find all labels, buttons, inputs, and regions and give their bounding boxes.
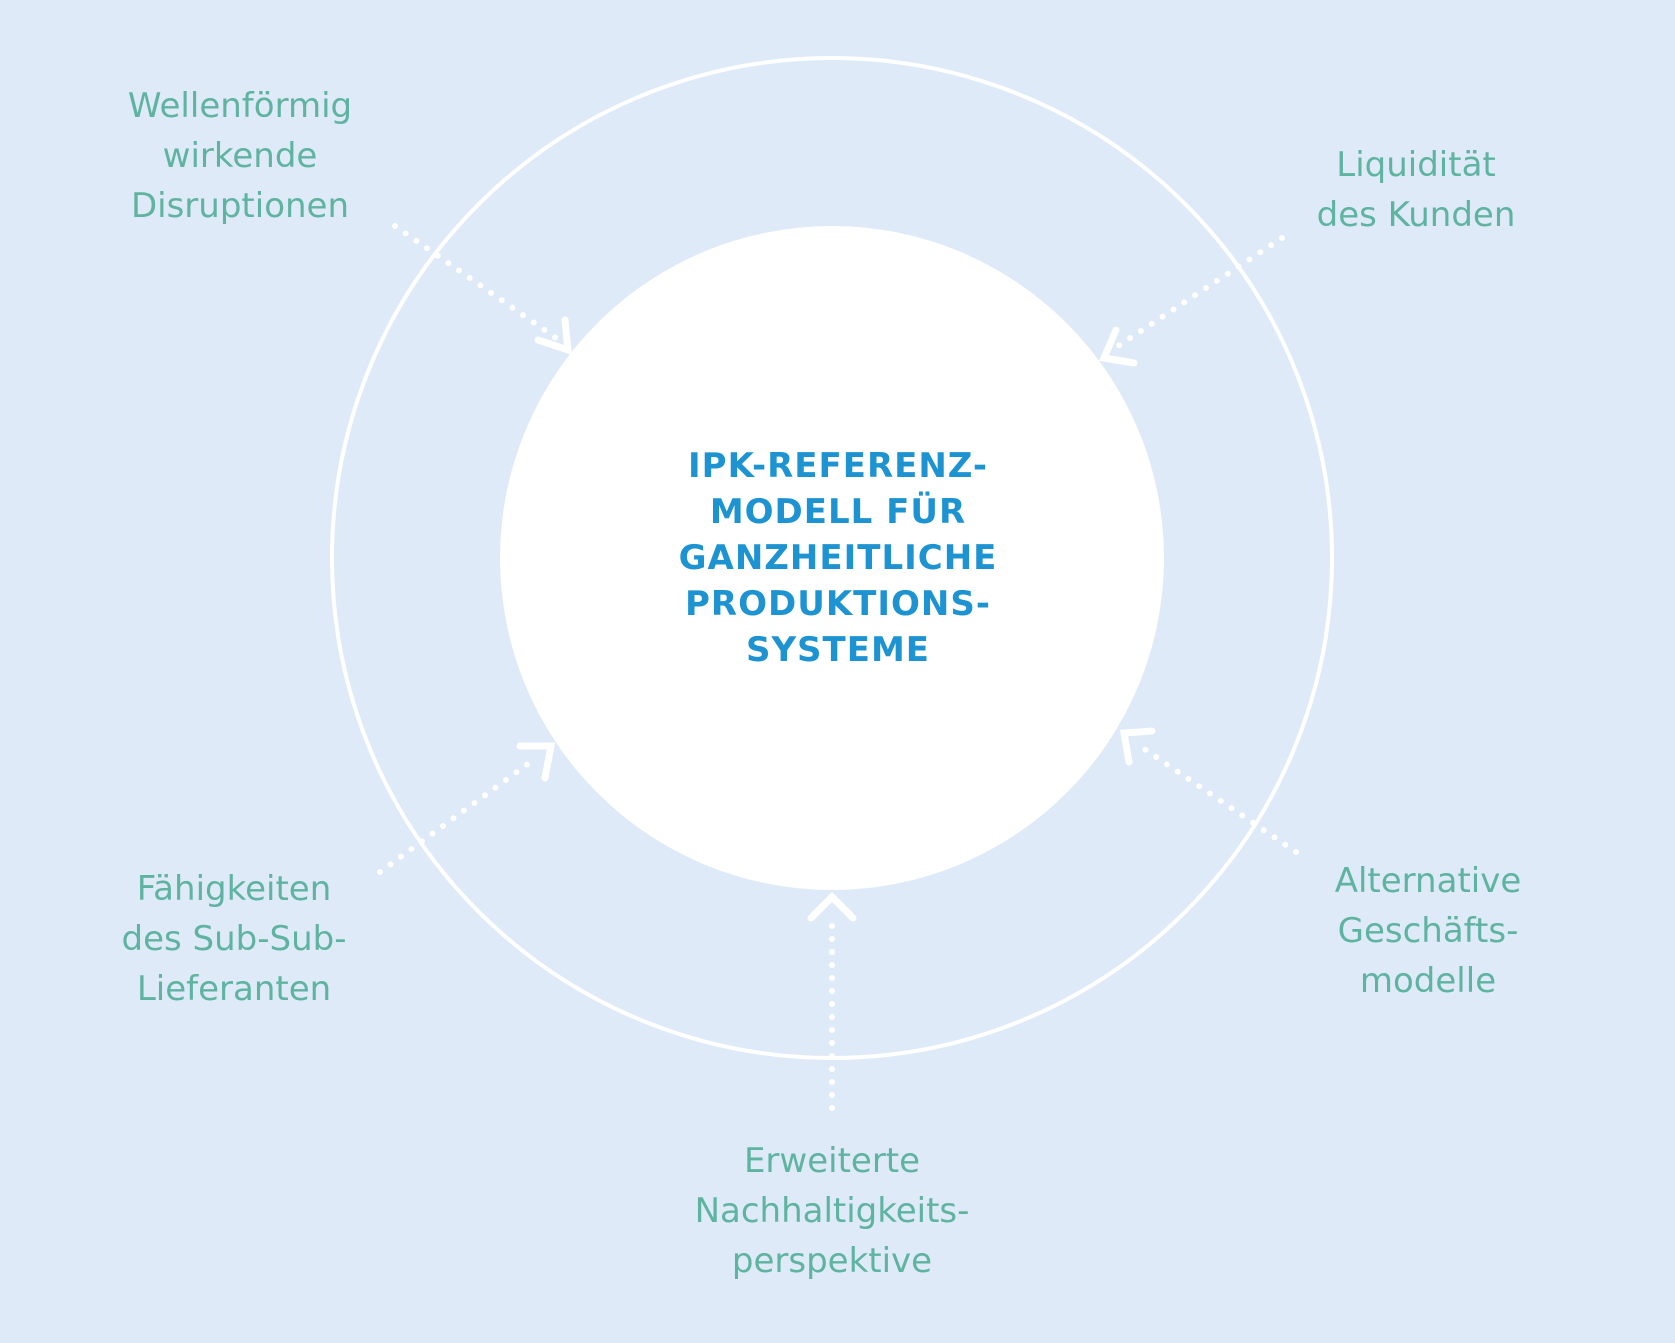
core-title-line: PRODUKTIONS-: [685, 584, 991, 624]
factor-label-line: perspektive: [731, 1241, 933, 1281]
arrow-shaft: [1137, 743, 1299, 855]
factor-customer-liquidity: Liquidität des Kunden: [1266, 140, 1566, 240]
core-model-title: IPK-REFERENZ- MODELL FÜR GANZHEITLICHE P…: [578, 443, 1098, 673]
core-title-line: MODELL FÜR: [709, 492, 967, 532]
arrowhead: [1099, 326, 1138, 367]
factor-label-line: modelle: [1359, 961, 1497, 1001]
arrow-top-right: [1099, 235, 1285, 367]
factor-label-line: Lieferanten: [136, 969, 332, 1009]
arrow-bottom-left: [377, 742, 556, 875]
factor-alternative-business-models: Alternative Geschäfts- modelle: [1278, 856, 1578, 1006]
factor-label-line: Alternative: [1334, 861, 1522, 901]
arrow-bottom: [807, 892, 857, 1111]
core-circle: [500, 226, 1164, 890]
factor-label-line: des Kunden: [1316, 195, 1516, 235]
arrowhead: [516, 742, 556, 782]
arrow-bottom-right: [1119, 727, 1299, 855]
factor-label-line: Nachhaltigkeits-: [694, 1191, 970, 1231]
core-title-line: GANZHEITLICHE: [678, 538, 998, 578]
factor-label-line: Liquidität: [1336, 145, 1496, 185]
factor-label-line: Fähigkeiten: [136, 869, 332, 909]
arrow-shaft: [392, 223, 559, 341]
factor-sustainability-perspective: Erweiterte Nachhaltigkeits- perspektive: [632, 1136, 1032, 1286]
factor-label-line: Wellenförmig: [127, 86, 353, 126]
factor-label-line: Erweiterte: [743, 1141, 921, 1181]
core-title-line: IPK-REFERENZ-: [688, 446, 988, 486]
factor-label-line: Disruptionen: [130, 186, 350, 226]
factor-label-line: wirkende: [162, 136, 318, 176]
arrowhead: [1119, 727, 1156, 766]
arrow-top-left: [392, 223, 573, 356]
factor-label-line: Geschäfts-: [1337, 911, 1519, 951]
arrowhead: [807, 892, 857, 922]
factor-label-line: des Sub-Sub-: [121, 919, 347, 959]
factor-sub-sub-supplier-capabilities: Fähigkeiten des Sub-Sub- Lieferanten: [84, 864, 384, 1014]
factor-wave-disruptions: Wellenförmig wirkende Disruptionen: [90, 81, 390, 231]
core-title-line: SYSTEME: [745, 630, 931, 670]
arrowhead: [534, 316, 573, 356]
